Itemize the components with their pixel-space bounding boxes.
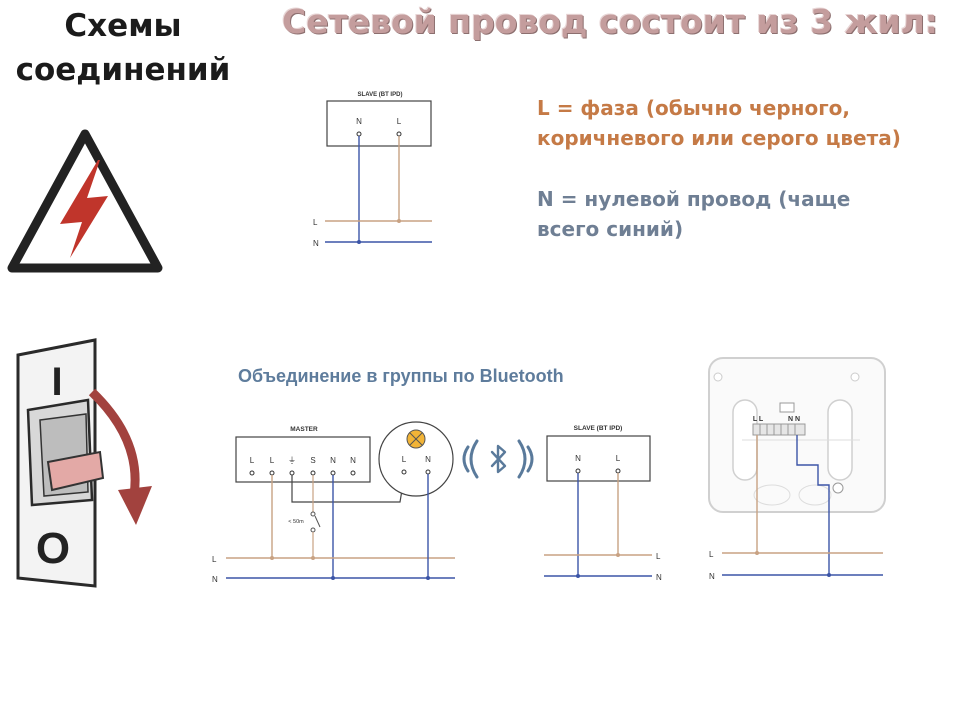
master-wire-l: L xyxy=(212,555,217,564)
lightning-bolt-icon xyxy=(60,160,108,258)
master-wire-n: N xyxy=(212,575,218,584)
circuit-breaker-icon: I O xyxy=(16,338,105,588)
neutral-legend-line2: всего синий) xyxy=(537,217,684,241)
neutral-legend-line1: N = нулевой провод (чаще xyxy=(537,187,851,211)
section-title-line2: соединений xyxy=(15,52,231,88)
slave-bottom-wire-n: N xyxy=(656,573,662,582)
slave-bottom-wire-l: L xyxy=(656,552,661,561)
master-diagram: MASTER L L ⏚ S N N < 50m L N xyxy=(212,426,455,584)
master-title: MASTER xyxy=(290,426,318,433)
switch-on-label: I xyxy=(51,360,62,404)
slave-top-title: SLAVE (BT IPD) xyxy=(358,92,403,98)
phase-legend: L = фаза (обычно черного, коричневого ил… xyxy=(537,93,901,153)
section-title: Схемы соединений xyxy=(8,4,238,92)
slave-bottom-terminal-l: L xyxy=(616,454,621,463)
warning-triangle-icon xyxy=(7,129,163,273)
neutral-legend: N = нулевой провод (чаще всего синий) xyxy=(537,184,850,244)
lamp-diagram: L N xyxy=(378,421,454,580)
master-terminal-3: ⏚ xyxy=(288,456,296,465)
switch-off-arrow-icon xyxy=(88,388,152,525)
main-heading: Сетевой провод состоит из 3 жил: xyxy=(282,2,938,41)
slave-bottom-terminal-n: N xyxy=(575,454,581,463)
master-terminal-6: N xyxy=(350,456,356,465)
device-back-panel: L L N N L N xyxy=(708,357,886,581)
slave-top-wire-l: L xyxy=(313,218,318,227)
bluetooth-icon xyxy=(462,439,534,479)
master-terminal-2: L xyxy=(270,456,275,465)
phase-legend-line1: L = фаза (обычно черного, xyxy=(537,96,850,120)
device-wire-n: N xyxy=(709,572,715,581)
master-terminal-1: L xyxy=(250,456,255,465)
device-wire-l: L xyxy=(709,550,714,559)
master-distance-label: < 50m xyxy=(288,519,304,525)
lamp-terminal-n: N xyxy=(425,455,431,464)
slave-top-terminal-n: N xyxy=(356,117,362,126)
slave-top-wire-n: N xyxy=(313,239,319,248)
switch-off-label: O xyxy=(36,524,70,573)
device-terminals-right: N N xyxy=(788,416,800,423)
section-title-line1: Схемы xyxy=(64,8,182,44)
slave-top-diagram: SLAVE (BT IPD) N L L N xyxy=(313,92,432,248)
lamp-terminal-l: L xyxy=(402,455,407,464)
lamp-icon xyxy=(406,429,426,449)
phase-legend-line2: коричневого или серого цвета) xyxy=(537,126,901,150)
master-terminal-5: N xyxy=(330,456,336,465)
device-terminals-left: L L xyxy=(753,416,764,423)
master-terminal-4: S xyxy=(310,456,315,465)
slave-bottom-diagram: SLAVE (BT IPD) N L L N xyxy=(544,425,662,582)
slave-bottom-title: SLAVE (BT IPD) xyxy=(574,425,623,432)
bluetooth-group-title: Объединение в группы по Bluetooth xyxy=(238,366,564,386)
slave-top-terminal-l: L xyxy=(397,117,402,126)
